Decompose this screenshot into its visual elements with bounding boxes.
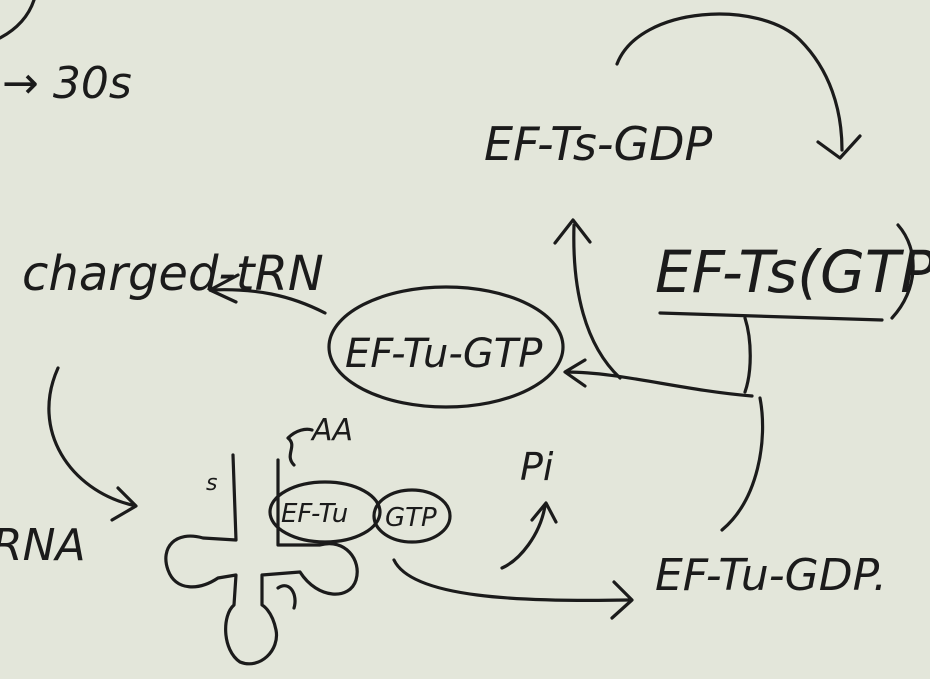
- label-pi: Pi: [520, 445, 554, 489]
- label-aa: AA: [310, 413, 353, 448]
- label-ef-tu-gdp: EF-Tu-GDP.: [655, 550, 887, 601]
- arrow-to-trna-head: [110, 486, 138, 522]
- label-gtp: GTP: [385, 503, 437, 533]
- cycle-arrow-top: [615, 12, 844, 152]
- arrow-to-pi: [500, 504, 547, 570]
- label-charged-trna: charged-tRN: [22, 246, 324, 302]
- arrow-to-ef-tu-gtp-head: [563, 358, 587, 388]
- trna-cloverleaf: [164, 453, 359, 666]
- ef-ts-gtp-bracket: [890, 223, 915, 320]
- ef-ts-gtp-underline: [658, 311, 884, 322]
- arrow-to-ef-tu-gdp: [392, 558, 630, 603]
- label-five-prime: s: [206, 471, 217, 496]
- ef-tu-ellipse: [268, 480, 382, 544]
- brace-lower: [720, 396, 765, 532]
- gtp-ellipse: [372, 488, 452, 544]
- arrow-to-ef-tu-gdp-head: [610, 580, 634, 620]
- arrow-to-pi-head: [530, 501, 558, 524]
- label-rna: RNA: [0, 520, 86, 571]
- label-ef-ts-gdp: EF-Ts-GDP: [484, 117, 713, 171]
- ef-tu-gtp-ellipse: [327, 285, 565, 409]
- arrow-to-ef-ts-gdp: [572, 223, 622, 380]
- arrow-to-charged-trna: [208, 288, 327, 315]
- arrow-to-charged-trna-head: [208, 273, 240, 304]
- label-ef-tu: EF-Tu: [281, 499, 348, 529]
- arrow-to-ef-ts-gdp-head: [553, 218, 592, 245]
- cycle-arrow-top-head: [816, 134, 862, 160]
- ribosome-outline-fragment: [0, 0, 36, 40]
- label-ef-ts-gtp: EF-Ts(GTP): [655, 238, 930, 306]
- label-ef-tu-gtp: EF-Tu-GTP: [345, 331, 543, 377]
- label-30s: → 30s: [2, 58, 132, 109]
- aa-link: [286, 427, 314, 467]
- brace-upper: [743, 316, 752, 394]
- trna-anticodon-tick: [276, 584, 297, 610]
- arrow-to-ef-tu-gtp: [564, 370, 754, 398]
- arrow-to-trna: [47, 366, 134, 507]
